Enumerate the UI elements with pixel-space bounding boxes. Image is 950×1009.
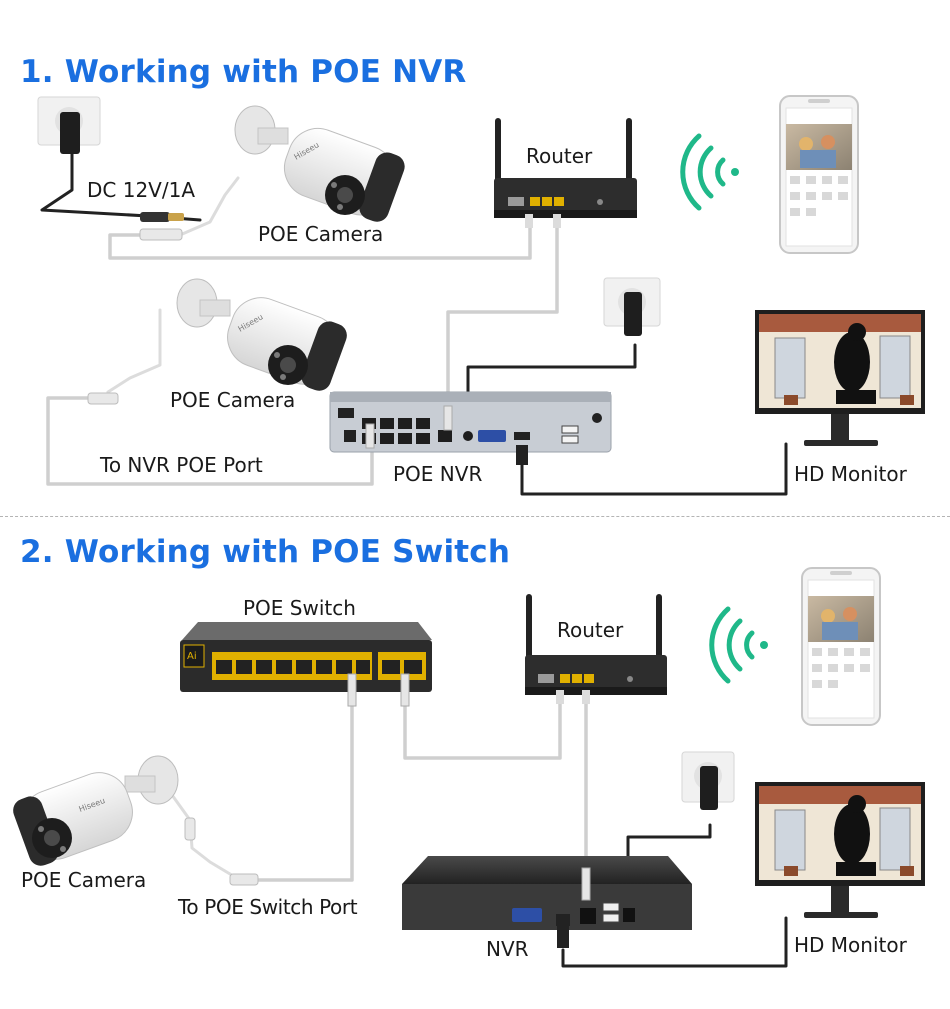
nvr-label: NVR [486,937,529,961]
section2-heading: 2. Working with POE Switch [20,534,511,570]
bullet-camera-icon: Hiseeu [176,278,347,391]
poe-switch-device-icon: Ai [180,622,432,707]
wifi-signal-icon [709,606,768,684]
router-label-section1: Router [526,144,593,168]
dc-connector-icon [140,212,184,222]
nvr-device-icon [402,856,692,948]
rj45-coupler-icon [184,817,259,886]
rj45-coupler-icon [87,392,119,405]
svg-text:Ai: Ai [187,651,197,662]
poe-nvr-label: POE NVR [393,462,483,486]
hd-monitor-icon [755,782,925,918]
wall-outlet-icon [603,277,661,336]
router-icon [494,118,637,228]
power-spec-label: DC 12V/1A [87,178,195,202]
section1-cables [40,150,788,496]
poe-camera-label-section2: POE Camera [21,868,147,892]
poe-camera-label-top: POE Camera [258,222,384,246]
smartphone-icon [801,567,881,726]
poe-nvr-device-icon [329,391,612,465]
router-label-section2: Router [557,618,624,642]
hd-monitor-label-section1: HD Monitor [794,462,907,486]
smartphone-icon [779,95,859,254]
router-icon [525,594,667,704]
section1-heading: 1. Working with POE NVR [20,54,467,90]
bullet-camera-icon: Hiseeu [234,105,405,222]
wall-outlet-icon [681,751,735,810]
section-divider [0,516,950,517]
wifi-signal-icon [680,133,739,211]
poe-switch-label: POE Switch [243,596,356,620]
hd-monitor-icon [755,310,925,446]
poe-camera-label-mid: POE Camera [170,388,296,412]
to-poe-switch-port-label: To POE Switch Port [178,895,358,919]
wall-outlet-icon [37,96,101,154]
to-nvr-poe-port-label: To NVR POE Port [100,453,263,477]
hd-monitor-label-section2: HD Monitor [794,933,907,957]
bullet-camera-icon: Hiseeu [13,755,179,866]
rj45-coupler-icon [139,228,183,241]
